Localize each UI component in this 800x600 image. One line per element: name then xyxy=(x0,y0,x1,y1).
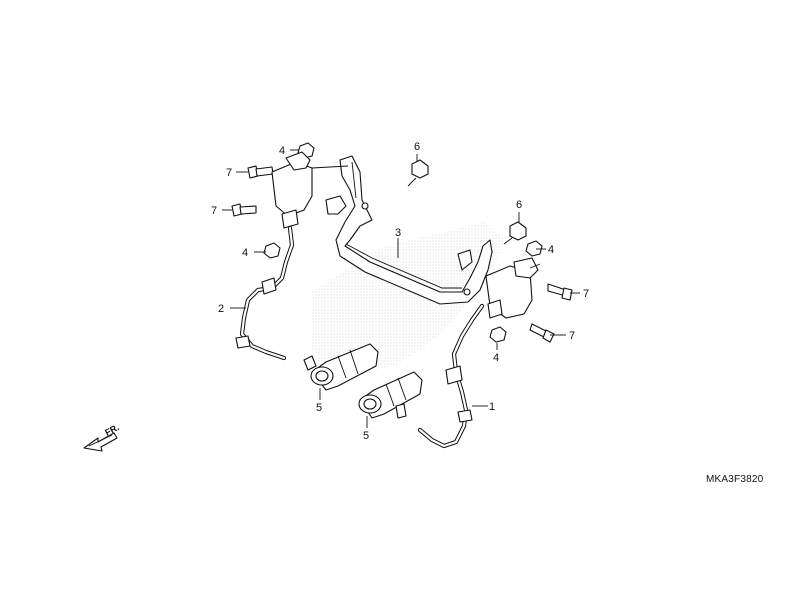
callout-7-top-left: 7 xyxy=(226,167,232,179)
callout-4-middle-left: 4 xyxy=(242,247,248,259)
bolt-part-7-b[interactable] xyxy=(231,203,257,217)
diagram-code: MKA3F3820 xyxy=(706,474,764,485)
callout-3: 3 xyxy=(395,227,401,239)
ignition-coil-part-1[interactable] xyxy=(417,257,539,449)
bolt-part-6-right[interactable] xyxy=(503,221,527,245)
ignition-coil-part-2[interactable] xyxy=(235,151,313,361)
bracket-part-3[interactable] xyxy=(325,155,493,305)
callout-4-right: 4 xyxy=(548,244,554,256)
callout-7-right-upper: 7 xyxy=(583,288,589,300)
callout-6-top: 6 xyxy=(414,141,420,153)
bolt-part-6-left[interactable] xyxy=(407,159,429,187)
bolt-part-7-c[interactable] xyxy=(547,283,573,301)
callout-5-left: 5 xyxy=(316,402,322,414)
spark-plug-cap-part-5-left[interactable] xyxy=(303,343,379,391)
callout-6-right: 6 xyxy=(516,199,522,211)
front-direction-arrow: FR. xyxy=(83,422,121,452)
callout-5-right: 5 xyxy=(363,430,369,442)
callout-7-middle-left: 7 xyxy=(211,205,217,217)
nut-part-4-b[interactable] xyxy=(263,242,281,259)
callout-1: 1 xyxy=(489,401,495,413)
front-label: FR. xyxy=(103,422,120,438)
bolt-part-7-d[interactable] xyxy=(529,323,555,343)
callout-2: 2 xyxy=(218,303,224,315)
spark-plug-cap-part-5-right[interactable] xyxy=(358,371,423,419)
callout-4-bottom: 4 xyxy=(493,352,499,364)
bolt-part-7-a[interactable] xyxy=(247,165,274,179)
callout-7-right-lower: 7 xyxy=(569,330,575,342)
callout-4-top-left: 4 xyxy=(279,145,285,157)
nut-part-4-d[interactable] xyxy=(489,326,507,343)
watermark-logo xyxy=(312,222,505,375)
leader-lines xyxy=(222,149,580,428)
nut-part-4-c[interactable] xyxy=(525,240,543,257)
